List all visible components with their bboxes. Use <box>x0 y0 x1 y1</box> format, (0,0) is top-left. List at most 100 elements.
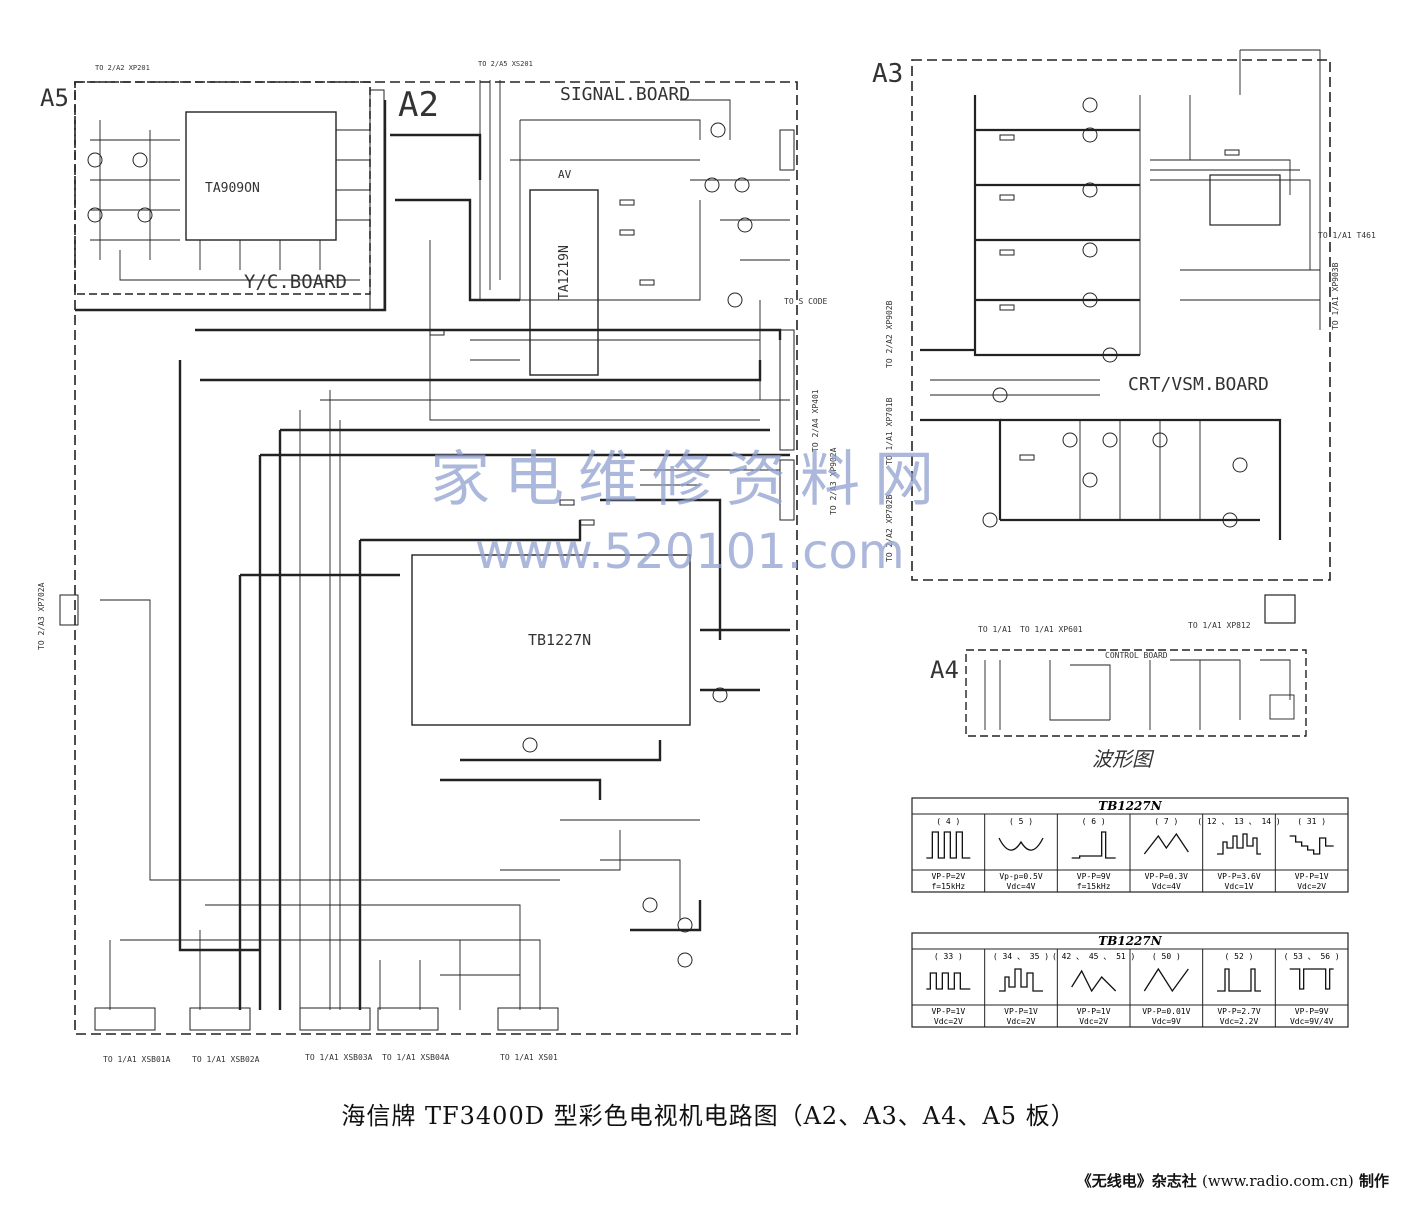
waveform-vpp: VP-P=1V <box>1295 872 1329 881</box>
waveform-trace <box>1071 831 1116 859</box>
waveform-pin-label: ( 52 ) <box>1225 952 1254 961</box>
waveform-dc: Vdc=9V <box>1152 1017 1181 1026</box>
waveform-vpp: VP-P=9V <box>1295 1007 1329 1016</box>
a5-board-label: A5 <box>40 84 69 112</box>
chip-tb1227n <box>411 554 691 726</box>
a4-connector-2: TO 1/A1 XP601 <box>1020 625 1083 634</box>
publisher-credit: 《无线电》杂志社 (www.radio.com.cn) 制作 <box>1077 1170 1389 1191</box>
waveform-title: 波形图 <box>1092 747 1155 771</box>
waveform-pin-label: ( 53 、 56 ) <box>1284 952 1340 961</box>
a2-board-name: SIGNAL.BOARD <box>560 84 690 105</box>
waveform-trace <box>1071 969 1117 993</box>
chip-label-tb1227n: TB1227N <box>528 631 591 649</box>
waveform-trace <box>1289 968 1334 990</box>
a2-board-outline <box>74 81 798 1035</box>
waveform-pin-label: ( 50 ) <box>1152 952 1181 961</box>
waveform-trace <box>1143 967 1189 993</box>
waveform-pin-label: ( 7 ) <box>1154 817 1178 826</box>
a5-board-name: Y/C.BOARD <box>244 271 347 293</box>
chip-label-av: AV <box>558 168 572 181</box>
s-code-label: TO S CODE <box>784 297 828 306</box>
waveform-table-title: TB1227N <box>1098 934 1162 948</box>
waveform-tables: TB1227N( 4 )VP-P=2Vf=15kHz( 5 )Vp-p=0.5V… <box>911 797 1349 1028</box>
side-label-a2-right2: TO 2/A3 XP902A <box>829 447 838 515</box>
waveform-dc: Vdc=2V <box>1007 1017 1036 1026</box>
waveform-trace <box>1217 833 1261 855</box>
a4-connector-1: TO 1/A1 <box>978 625 1012 634</box>
chip-label-ta909on: TA909ON <box>205 181 260 196</box>
waveform-dc: Vdc=1V <box>1225 882 1254 891</box>
waveform-trace <box>998 837 1044 851</box>
bottom-connector-5: TO 1/A1 XS01 <box>500 1053 558 1062</box>
watermark-cn: 家电维修资料网 <box>430 445 948 515</box>
waveform-pin-label: ( 33 ) <box>934 952 963 961</box>
a3-board-name: CRT/VSM.BOARD <box>1128 374 1269 395</box>
waveform-table: TB1227N( 4 )VP-P=2Vf=15kHz( 5 )Vp-p=0.5V… <box>911 797 1349 893</box>
waveform-trace <box>1217 968 1261 992</box>
publisher-url: (www.radio.com.cn) <box>1202 1172 1354 1190</box>
waveform-vpp: VP-P=3.6V <box>1217 872 1261 881</box>
waveform-pin-label: ( 5 ) <box>1009 817 1033 826</box>
a4-board-name: CONTROL BOARD <box>1105 651 1168 660</box>
a5-connector-label: TO 2/A2 XP201 <box>95 64 150 72</box>
waveform-vpp: VP-P=2.7V <box>1217 1007 1261 1016</box>
a2-board-label: A2 <box>398 85 439 125</box>
waveform-trace <box>1143 832 1189 855</box>
waveform-vpp: VP-P=1V <box>931 1007 965 1016</box>
waveform-dc: Vdc=9V/4V <box>1290 1017 1334 1026</box>
waveform-dc: Vdc=4V <box>1007 882 1036 891</box>
waveform-dc: f=15kHz <box>931 882 965 891</box>
side-label-a3-left2: TO 1/A1 XP701B <box>885 397 894 465</box>
publisher-suffix: 制作 <box>1358 1172 1389 1190</box>
waveform-pin-label: ( 31 ) <box>1297 817 1326 826</box>
waveform-trace <box>1289 835 1334 855</box>
publisher-magazine: 《无线电》杂志社 <box>1076 1172 1197 1190</box>
a4-connector-3: TO 1/A1 XP812 <box>1188 621 1251 630</box>
side-label-a3-left3: TO 2/A2 XP702B <box>885 494 894 562</box>
bottom-connector-3: TO 1/A1 XSB03A <box>305 1053 373 1062</box>
chip-ta909on <box>185 111 337 241</box>
waveform-vpp: VP-P=2V <box>931 872 965 881</box>
a3-board-outline <box>911 59 1331 581</box>
waveform-vpp: VP-P=0.01V <box>1142 1007 1190 1016</box>
waveform-vpp: VP-P=1V <box>1077 1007 1111 1016</box>
waveform-pin-label: ( 6 ) <box>1082 817 1106 826</box>
chip-label-ta1219n: TA1219N <box>557 245 572 300</box>
waveform-dc: Vdc=2.2V <box>1220 1017 1259 1026</box>
waveform-pin-label: ( 42 、 45 、 51 ) <box>1052 952 1135 961</box>
waveform-pin-label: ( 34 、 35 ) <box>993 952 1049 961</box>
waveform-dc: Vdc=2V <box>1079 1017 1108 1026</box>
waveform-trace <box>999 968 1043 992</box>
bottom-connector-4: TO 1/A1 XSB04A <box>382 1053 450 1062</box>
waveform-dc: Vdc=4V <box>1152 882 1181 891</box>
bottom-connector-2: TO 1/A1 XSB02A <box>192 1055 260 1064</box>
figure-caption: 海信牌 TF3400D 型彩色电视机电路图（A2、A3、A4、A5 板） <box>341 1102 1076 1130</box>
waveform-vpp: VP-P=1V <box>1004 1007 1038 1016</box>
chip-ta1219n <box>529 189 599 376</box>
side-label-a3-left1: TO 2/A2 XP902B <box>885 300 894 368</box>
a3-board-label: A3 <box>872 59 903 89</box>
watermark-url: www.520101.com <box>475 524 905 580</box>
waveform-pin-label: ( 4 ) <box>936 817 960 826</box>
waveform-pin-label: ( 12 、 13 、 14 ) <box>1197 817 1280 826</box>
crt-socket <box>1209 174 1281 226</box>
waveform-dc: f=15kHz <box>1077 882 1111 891</box>
a4-board-label: A4 <box>930 656 959 684</box>
waveform-dc: Vdc=2V <box>1297 882 1326 891</box>
side-label-a2-left: TO 2/A3 XP702A <box>37 582 46 650</box>
waveform-dc: Vdc=2V <box>934 1017 963 1026</box>
a4-board-outline <box>965 649 1307 737</box>
bottom-connector-1: TO 1/A1 XSB01A <box>103 1055 171 1064</box>
waveform-trace <box>926 972 971 990</box>
a3-connector-xp903b: TO 1/A1 XP903B <box>1331 262 1340 330</box>
a3-connector-t461: TO 1/A1 T461 <box>1318 231 1376 240</box>
waveform-vpp: VP-P=9V <box>1077 872 1111 881</box>
a2-connector-label: TO 2/A5 XS201 <box>478 60 533 68</box>
waveform-vpp: VP-P=0.3V <box>1145 872 1189 881</box>
waveform-table-title: TB1227N <box>1098 799 1162 813</box>
waveform-trace <box>926 831 971 859</box>
waveform-vpp: Vp-p=0.5V <box>999 872 1043 881</box>
side-label-a2-right1: TO 2/A4 XP401 <box>811 389 820 452</box>
